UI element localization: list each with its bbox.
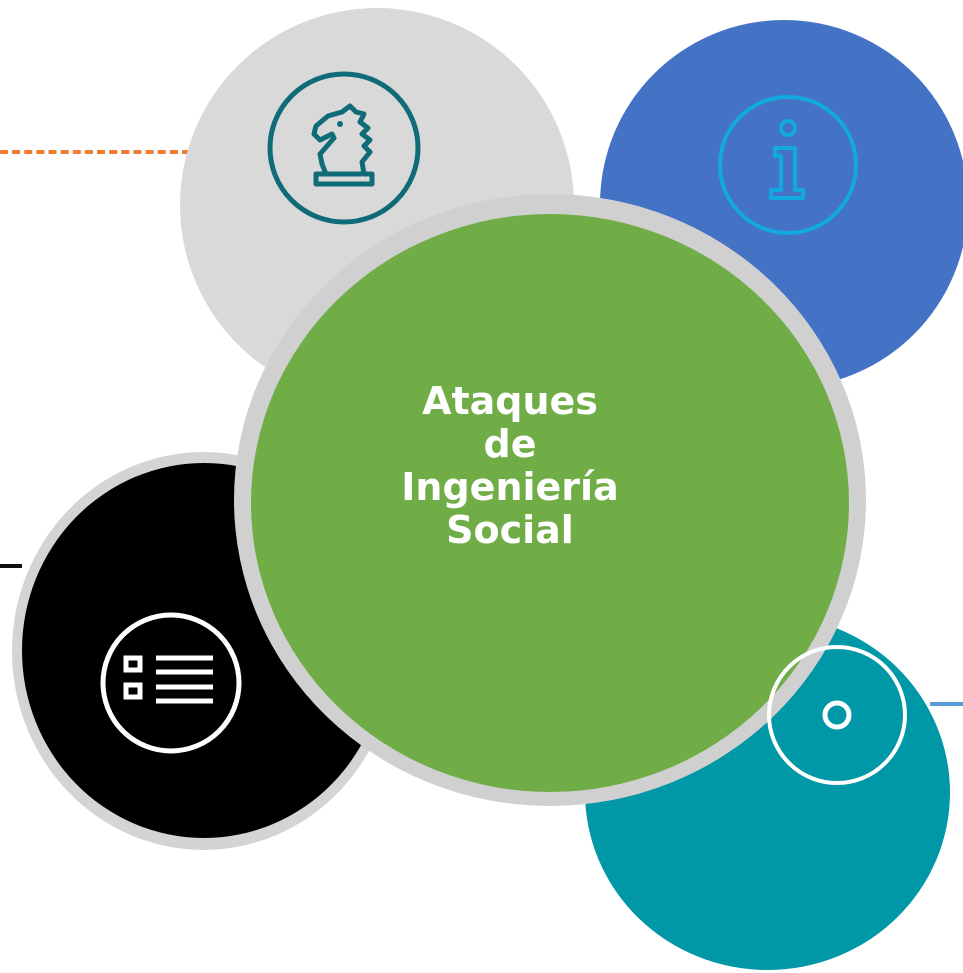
center-title-line-3: Ingeniería [401,465,619,509]
center-circle [251,214,849,792]
checklist-icon [98,610,244,756]
black-connector [0,564,22,568]
info-icon [715,92,861,238]
target-icon [764,642,910,788]
center-title-line-1: Ataques [422,379,598,423]
chess-knight-icon [264,68,424,228]
center-title: Ataques de Ingeniería Social [400,380,620,552]
center-title-line-4: Social [446,508,574,552]
blue-connector [930,702,963,706]
center-title-line-2: de [483,422,537,466]
orange-dashed-connector [0,150,190,154]
